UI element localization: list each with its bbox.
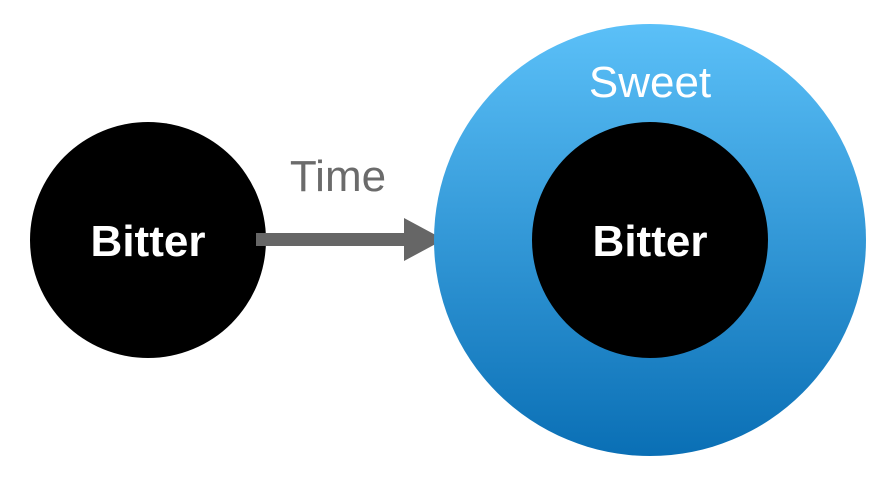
arrow-shaft (256, 233, 406, 246)
time-arrow: Time (256, 152, 444, 261)
left-bitter-label: Bitter (91, 217, 206, 266)
time-label: Time (290, 152, 386, 201)
left-bitter-node: Bitter (30, 122, 266, 358)
right-bitter-label: Bitter (593, 217, 708, 266)
sweet-node: Sweet Bitter (434, 24, 866, 456)
sweet-label: Sweet (589, 58, 711, 107)
right-bitter-circle (532, 122, 768, 358)
left-bitter-circle (30, 122, 266, 358)
arrow-head (404, 218, 444, 261)
